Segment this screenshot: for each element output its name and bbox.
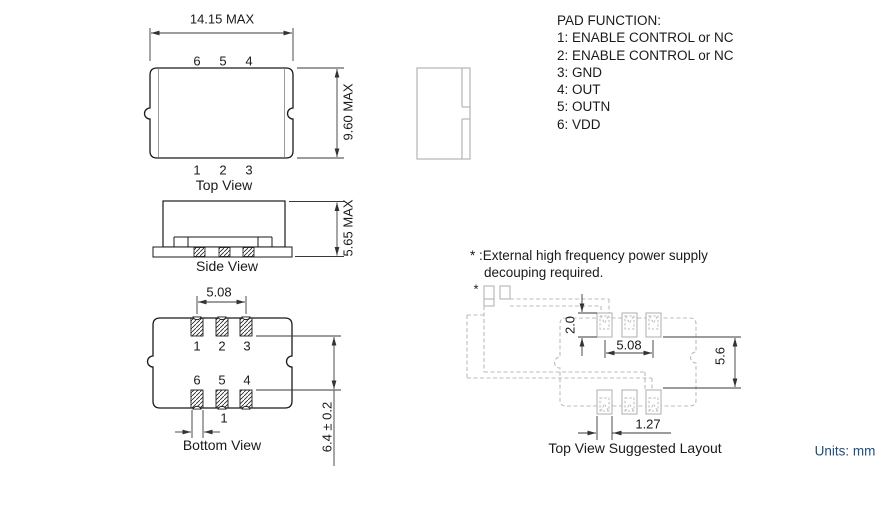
top-view-width-dim: 14.15 MAX (189, 11, 255, 27)
pad-function-item-6: 6: VDD (557, 116, 601, 132)
end-view-drawing (416, 67, 471, 160)
bottom-view-pin-5: 5 (218, 372, 226, 388)
top-view-label: Top View (195, 177, 253, 193)
layout-row-gap-dim: 5.6 (712, 346, 728, 366)
top-view-height-dim: 9.60 MAX (340, 83, 356, 141)
bottom-view-pin-3: 3 (243, 338, 251, 354)
bottom-view-pitch-dim: 5.08 (206, 284, 232, 300)
top-view-pin-6: 6 (193, 53, 201, 69)
bottom-view-label: Bottom View (182, 437, 262, 453)
side-view-label: Side View (195, 258, 259, 274)
layout-pitch-dim: 5.08 (616, 337, 642, 353)
pad-function-block: PAD FUNCTION: 1: ENABLE CONTROL or NC 2:… (557, 12, 734, 133)
top-view-drawing (143, 28, 344, 159)
pad-function-item-4: 4: OUT (557, 82, 601, 98)
pad-function-item-2: 2: ENABLE CONTROL or NC (557, 47, 734, 63)
decoupling-note-line1: * :External high frequency power supply (470, 248, 708, 263)
bottom-view-pin-4: 4 (243, 372, 251, 388)
pad-function-item-1: 1: ENABLE CONTROL or NC (557, 30, 734, 46)
top-view-pin-5: 5 (219, 53, 227, 69)
units-label: Units: mm (814, 443, 876, 459)
decoupling-note-line2: decouping required. (484, 265, 604, 281)
pad-function-title: PAD FUNCTION: (557, 13, 661, 28)
layout-pad-height-dim: 2.0 (562, 315, 578, 335)
top-view-pin-4: 4 (245, 53, 253, 69)
bottom-view-height-dim: 6.4 ± 0.2 (319, 401, 335, 453)
bottom-view-pin-1: 1 (193, 338, 201, 354)
bottom-view-pad-width-dim: 1 (220, 410, 228, 426)
decoupling-note: * :External high frequency power supply … (470, 247, 708, 282)
layout-star-marker: * (473, 281, 479, 297)
layout-pad-width-dim: 1.27 (635, 416, 661, 432)
bottom-view-pin-6: 6 (193, 372, 201, 388)
pad-function-item-5: 5: OUTN (557, 99, 611, 115)
bottom-view-drawing (146, 296, 341, 466)
top-view-pin-1: 1 (193, 162, 201, 178)
suggested-layout-drawing (466, 285, 741, 440)
side-view-height-dim: 5.65 MAX (340, 199, 356, 257)
bottom-view-pin-2: 2 (218, 338, 226, 354)
pad-function-item-3: 3: GND (557, 64, 603, 80)
top-view-pin-2: 2 (219, 162, 227, 178)
side-view-drawing (152, 200, 344, 258)
top-view-pin-3: 3 (245, 162, 253, 178)
layout-label: Top View Suggested Layout (548, 440, 722, 456)
